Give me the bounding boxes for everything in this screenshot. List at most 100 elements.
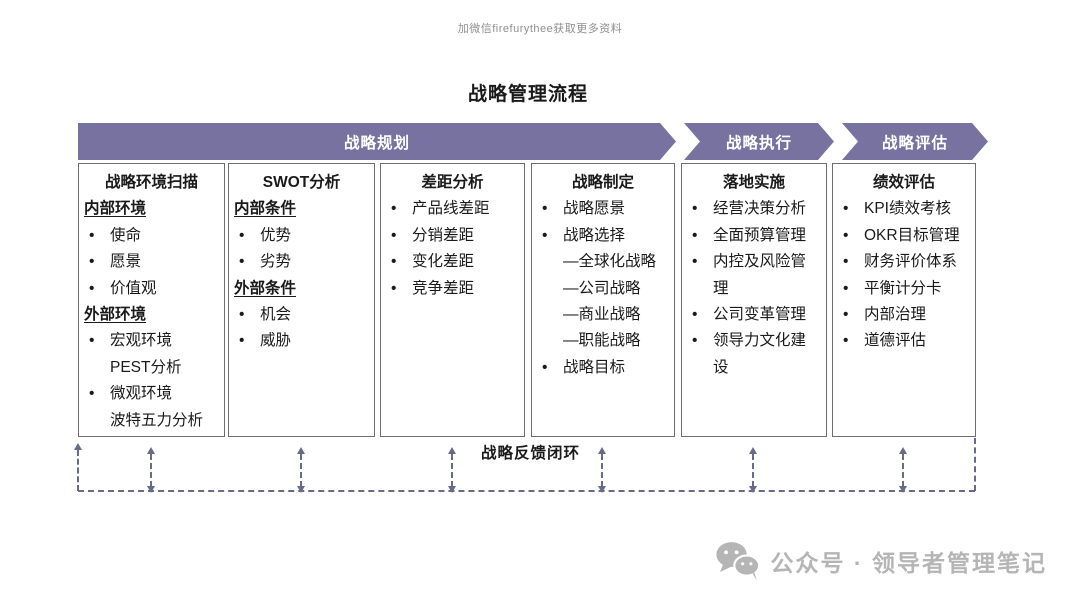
column-item: •产品线差距	[384, 196, 518, 222]
column-item: —公司战略	[563, 279, 641, 297]
column-item-text: 道德评估	[864, 332, 927, 350]
banner-segment-planning: 战略规划	[78, 123, 676, 160]
feedback-double-arrow	[297, 447, 305, 493]
bullet-icon: •	[239, 226, 245, 244]
column-item: •OKR目标管理	[836, 223, 969, 249]
feedback-double-arrow	[899, 447, 907, 493]
column-gap-analysis: 差距分析 •产品线差距 • 分销差距 •变化差距 • 竞争差距	[380, 163, 525, 437]
bullet-icon: •	[391, 226, 397, 244]
bullet-icon: •	[692, 226, 698, 244]
feedback-loop-label: 战略反馈闭环	[478, 441, 584, 463]
column-item: 波特五力分析	[110, 411, 204, 429]
branding: 公众号 · 领导者管理笔记	[715, 540, 1047, 582]
column-item: • 领导力文化建设	[685, 328, 820, 381]
column-item-text: 领导力文化建设	[713, 332, 807, 376]
column-item: • 经营决策分析	[685, 196, 820, 222]
column-item: • 竞争差距	[384, 276, 518, 302]
bullet-icon: •	[843, 279, 849, 297]
banner-label: 战略执行	[725, 134, 792, 152]
column-item-text: 公司变革管理	[713, 306, 807, 324]
column-item: •战略目标	[535, 355, 668, 381]
column-item-text: 内部治理	[864, 306, 927, 324]
column-header: SWOT分析	[262, 174, 341, 191]
bullet-icon: •	[239, 253, 245, 271]
column-subheader: 内部环境	[84, 200, 147, 218]
column-item-text: 微观环境	[110, 385, 173, 403]
column-body: 内部条件•优势•劣势外部条件•机会•威胁	[229, 196, 374, 354]
column-item-text: 战略目标	[563, 358, 626, 376]
column-item: •战略选择	[535, 223, 668, 249]
bullet-icon: •	[239, 306, 245, 324]
column-item: •宏观环境	[82, 328, 218, 354]
column-item-text: 价值观	[110, 279, 157, 297]
column-item: • 分销差距	[384, 223, 518, 249]
column-item: —商业战略	[563, 306, 641, 324]
column-item: • 机会	[232, 302, 368, 328]
column-body: •经营决策分析•全面预算管理•内控及风险管理•公司变革管理•领导力文化建设	[682, 196, 826, 381]
bullet-icon: •	[391, 279, 397, 297]
column-item-text: 财务评价体系	[864, 253, 958, 271]
column-item-text: KPI绩效考核	[864, 200, 951, 218]
bullet-icon: •	[692, 306, 698, 324]
feedback-double-arrow	[147, 447, 155, 493]
bullet-icon: •	[843, 332, 849, 350]
column-item: •内部治理	[836, 302, 969, 328]
bullet-icon: •	[692, 332, 698, 350]
bullet-icon: •	[843, 200, 849, 218]
column-item: • 微观环境	[82, 381, 218, 407]
column-item-text: 机会	[260, 306, 292, 324]
column-header: 绩效评估	[872, 174, 935, 191]
column-subheader: 外部环境	[84, 306, 147, 324]
branding-text: 公众号 · 领导者管理笔记	[770, 550, 1047, 576]
column-implementation: 落地实施 •经营决策分析•全面预算管理•内控及风险管理•公司变革管理•领导力文化…	[681, 163, 827, 437]
feedback-loop-horizontal-line	[78, 490, 975, 492]
column-swot-analysis: SWOT分析 内部条件•优势•劣势外部条件•机会•威胁	[228, 163, 375, 437]
column-header: 战略环境扫描	[104, 174, 198, 191]
bullet-icon: •	[89, 332, 95, 350]
watermark-text: 加微信firefurythee获取更多资料	[457, 23, 623, 35]
column-item: • 优势	[232, 223, 368, 249]
column-item-text: 经营决策分析	[713, 200, 807, 218]
column-header: 落地实施	[722, 174, 785, 191]
banner-segment-execution: 战略执行	[684, 123, 834, 160]
banner-label: 战略规划	[343, 134, 410, 152]
bullet-icon: •	[89, 385, 95, 403]
column-body: • KPI绩效考核 •OKR目标管理 • 财务评价体系 • 平衡计分卡 •内部治理 • 道德评估	[833, 196, 975, 354]
column-item-text: 分销差距	[412, 226, 475, 244]
column-item-text: 变化差距	[412, 253, 475, 271]
column-header: 差距分析	[421, 174, 484, 191]
column-performance-evaluation: 绩效评估 •KPI绩效考核•OKR目标管理•财务评价体系•平衡计分卡•内部治理•…	[832, 163, 976, 437]
page-title: 战略管理流程	[467, 84, 588, 105]
column-item-text: 愿景	[110, 253, 142, 271]
column-item: •变化差距	[384, 249, 518, 275]
column-item-text: 威胁	[260, 332, 292, 350]
column-item: •愿景	[82, 249, 218, 275]
column-item-text: 平衡计分卡	[864, 279, 942, 297]
bullet-icon: •	[89, 279, 95, 297]
column-item: • 道德评估	[836, 328, 969, 354]
column-item: • KPI绩效考核	[836, 196, 969, 222]
banner-label: 战略评估	[881, 134, 948, 152]
feedback-loop-left-up-arrow	[74, 443, 82, 491]
column-item: •威胁	[232, 328, 368, 354]
column-item: —全球化战略	[563, 253, 657, 271]
feedback-loop-right-line	[974, 438, 976, 491]
feedback-double-arrow	[598, 447, 606, 493]
bullet-icon: •	[843, 253, 849, 271]
column-item-text: OKR目标管理	[864, 226, 960, 244]
banner-segment-evaluation: 战略评估	[842, 123, 988, 160]
column-item-text: 优势	[260, 226, 292, 244]
column-item-text: 使命	[110, 226, 142, 244]
column-item-text: 内控及风险管理	[713, 253, 807, 297]
bullet-icon: •	[542, 200, 548, 218]
bullet-icon: •	[692, 200, 698, 218]
column-subheader: 外部条件	[234, 279, 297, 297]
wechat-icon	[715, 542, 760, 581]
column-item-text: 竞争差距	[412, 279, 475, 297]
bullet-icon: •	[542, 226, 548, 244]
column-item: • 全面预算管理	[685, 223, 820, 249]
column-item-text: 全面预算管理	[713, 226, 807, 244]
column-item: • 价值观	[82, 276, 218, 302]
